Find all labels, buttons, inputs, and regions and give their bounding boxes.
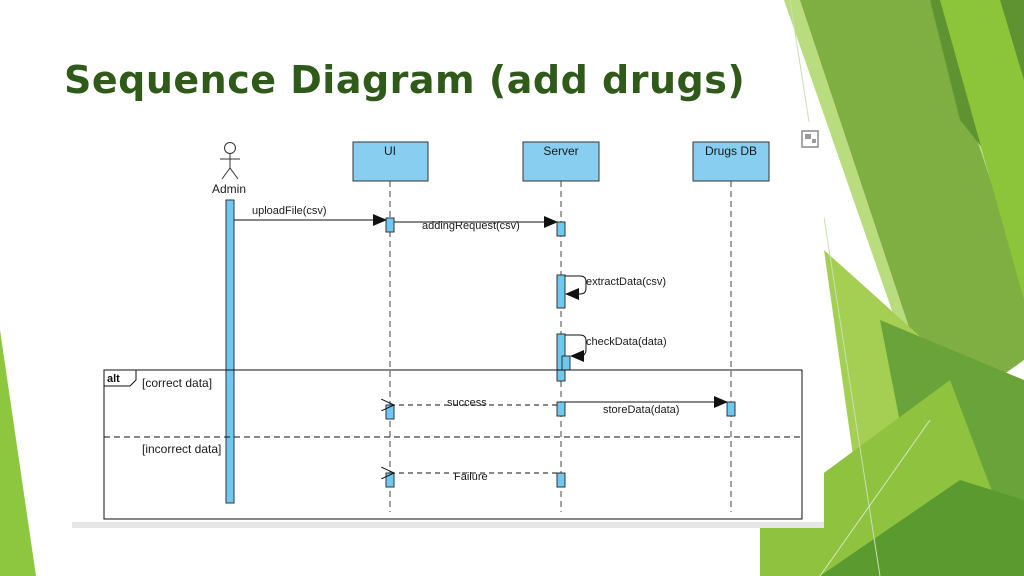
- activation-ui: [385, 404, 395, 420]
- activation-admin: [225, 199, 235, 504]
- message-success-label: success: [447, 397, 487, 409]
- message-store-label: storeData(data): [603, 404, 679, 416]
- activation-server-nested: [561, 355, 571, 371]
- note-icon: [801, 130, 819, 148]
- actor-label: Admin: [212, 182, 246, 196]
- message-extract-label: extractData(csv): [586, 276, 666, 288]
- bg-shape-mid: [800, 0, 1024, 420]
- stick-figure-icon: [220, 142, 240, 180]
- activation-server: [556, 472, 566, 488]
- lifeline-label-server: Server: [543, 144, 578, 158]
- alt-fragment-tab: [103, 369, 137, 387]
- activation-server: [556, 221, 566, 237]
- slide-title: Sequence Diagram (add drugs): [64, 58, 746, 102]
- lifeline-ui-head: UI: [352, 141, 429, 182]
- message-adding-label: addingRequest(csv): [422, 220, 520, 232]
- activation-ui: [385, 217, 395, 233]
- message-upload-label: uploadFile(csv): [252, 205, 327, 217]
- bg-line: [789, 0, 881, 576]
- message-failure-label: Failure: [454, 471, 488, 483]
- diagram-canvas: Admin UI Server Drugs DB: [72, 130, 824, 528]
- activation-server: [556, 401, 566, 417]
- bg-shape-left: [0, 330, 36, 576]
- alt-operator-label: alt: [107, 373, 120, 385]
- activation-drugsdb: [726, 401, 736, 417]
- lifeline-drugsdb-head: Drugs DB: [692, 141, 770, 182]
- activation-ui: [385, 472, 395, 488]
- sequence-diagram: Admin UI Server Drugs DB: [72, 122, 824, 528]
- bg-shape-bottom-dark: [820, 480, 1024, 576]
- actor-admin: Admin: [212, 142, 246, 196]
- lifeline-label-ui: UI: [384, 144, 396, 158]
- bg-line: [819, 419, 931, 576]
- lifeline-server-head: Server: [522, 141, 600, 182]
- alt-guard-correct: [correct data]: [142, 376, 212, 390]
- message-extract-arrow: [565, 275, 587, 300]
- message-check-label: checkData(data): [586, 336, 667, 348]
- alt-fragment: [103, 369, 803, 520]
- message-check-arrow: [565, 334, 587, 362]
- activation-server: [556, 274, 566, 309]
- bg-shape-bright: [940, 0, 1024, 300]
- scroll-bar-edge: [72, 522, 824, 528]
- lifeline-label-drugsdb: Drugs DB: [705, 144, 757, 158]
- alt-guard-incorrect: [incorrect data]: [142, 442, 221, 456]
